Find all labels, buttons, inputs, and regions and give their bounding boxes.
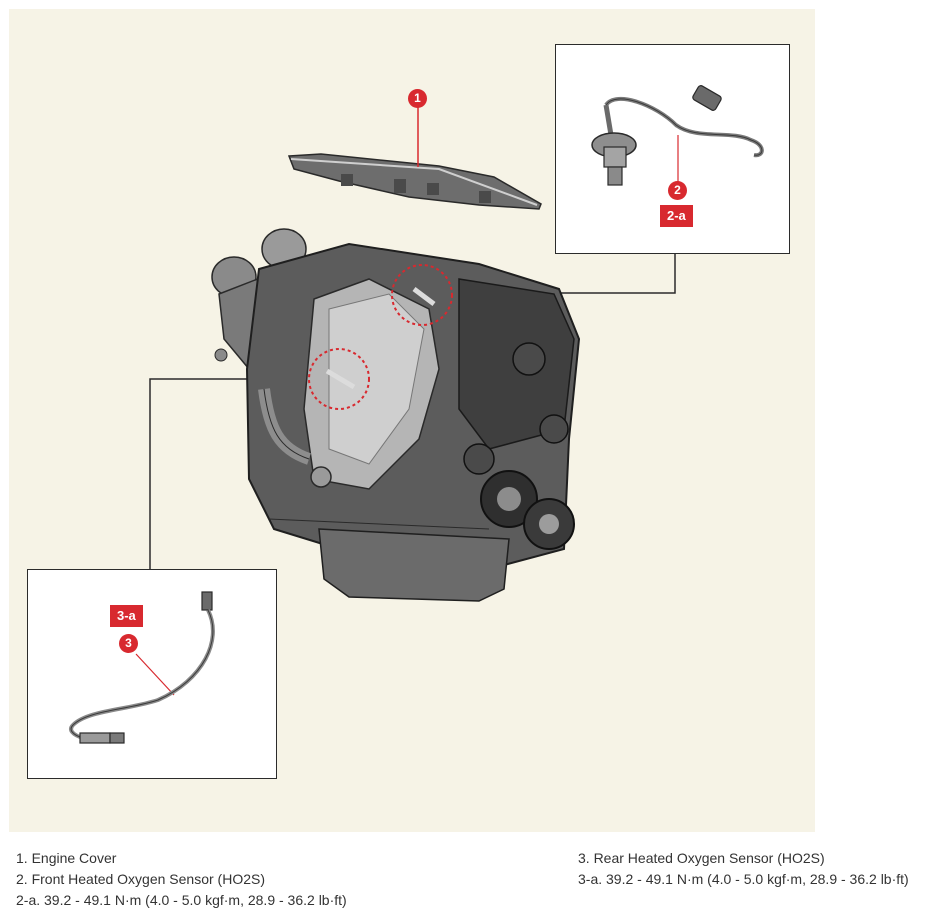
engine-diagram <box>149 107 676 602</box>
front-sensor-callout-box: 2 2-a <box>555 44 790 254</box>
rear-sensor-callout-box: 3-a 3 <box>27 569 277 779</box>
engine-cover-illustration <box>287 107 542 210</box>
engine-cover-number-badge: 1 <box>408 89 427 108</box>
legend-item-front-sensor: 2. Front Heated Oxygen Sensor (HO2S) <box>16 871 265 887</box>
rear-sensor-number-badge: 3 <box>119 634 138 653</box>
legend-left: 1. Engine Cover 2. Front Heated Oxygen S… <box>16 848 347 911</box>
front-sensor-leader-line <box>529 254 676 294</box>
sensor-location-circle <box>391 264 453 326</box>
rear-oxygen-sensor-illustration <box>69 591 215 744</box>
sensor-location-circle <box>308 348 370 410</box>
legend-item-front-sensor-torque: 2-a. 39.2 - 49.1 N·m (4.0 - 5.0 kgf·m, 2… <box>16 892 347 908</box>
rear-sensor-torque-tag: 3-a <box>110 605 143 627</box>
legend-item-rear-sensor-torque: 3-a. 39.2 - 49.1 N·m (4.0 - 5.0 kgf·m, 2… <box>578 871 909 887</box>
legend-item-engine-cover: 1. Engine Cover <box>16 850 117 866</box>
front-sensor-torque-tag: 2-a <box>660 205 693 227</box>
diagram-figure: 1 2 2-a 3-a 3 <box>9 9 815 832</box>
engine-illustration <box>211 228 581 602</box>
front-oxygen-sensor-illustration <box>591 85 764 186</box>
front-sensor-number-badge: 2 <box>668 181 687 200</box>
legend-item-rear-sensor: 3. Rear Heated Oxygen Sensor (HO2S) <box>578 850 825 866</box>
legend-right: 3. Rear Heated Oxygen Sensor (HO2S) 3-a.… <box>578 848 909 890</box>
